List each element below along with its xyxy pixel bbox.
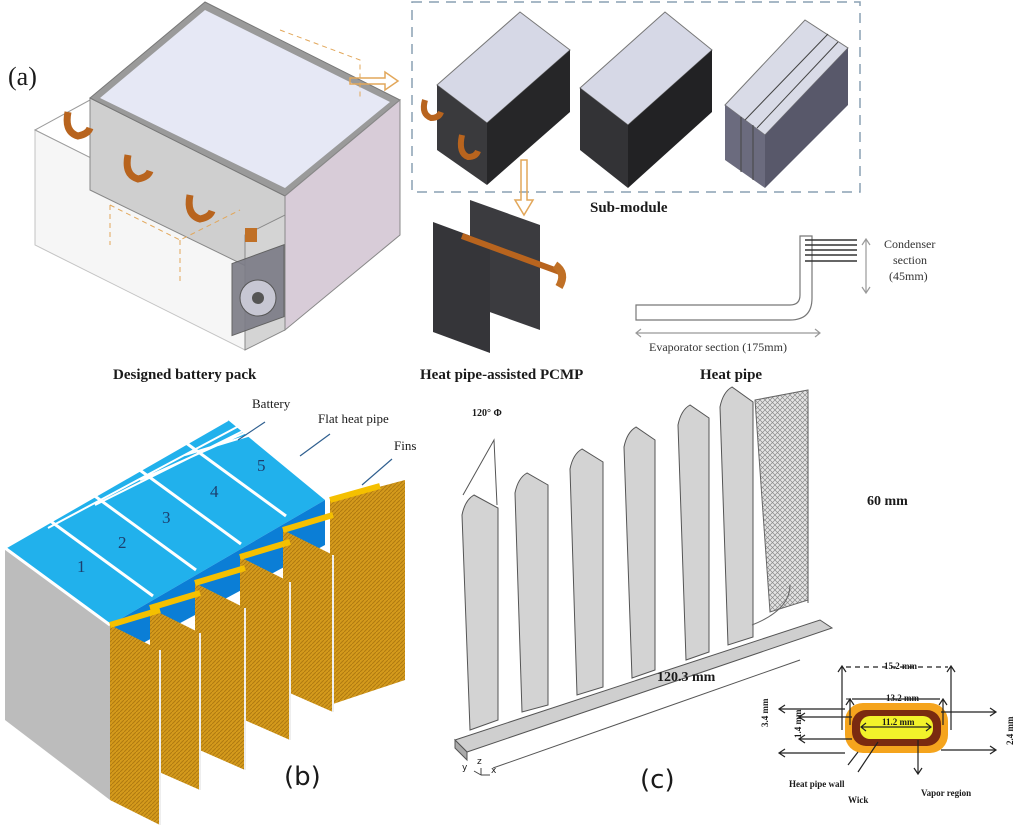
- label-flat-heat-pipe: Flat heat pipe: [318, 411, 389, 426]
- panel-b-letter: (b): [284, 762, 321, 792]
- evaporator-label: Evaporator section (175mm): [649, 340, 787, 354]
- sub-module-plain: [579, 11, 713, 188]
- cell-number-1: 1: [77, 557, 86, 576]
- arrow-down-icon: [513, 159, 535, 217]
- caption-sub-module: Sub-module: [590, 200, 668, 216]
- label-wick: Wick: [848, 795, 869, 805]
- condenser-label-line3: (45mm): [889, 269, 928, 283]
- heat-pipe-schematic: [635, 235, 871, 338]
- dim-outer-height: 3.4 mm: [760, 698, 770, 728]
- cross-section-diagram: [777, 664, 998, 776]
- axis-x-label: x: [491, 766, 497, 776]
- sub-module-frame: [411, 1, 861, 193]
- panel-c-letter: (c): [640, 765, 675, 795]
- dim-vapor-width: 11.2 mm: [882, 717, 915, 727]
- label-fins: Fins: [394, 438, 417, 453]
- axis-z-label: z: [477, 757, 482, 767]
- caption-heat-pipe-assisted-pcmp: Heat pipe-assisted PCMP: [420, 367, 584, 383]
- pcmp-drawing: [433, 200, 567, 353]
- caption-designed-battery-pack: Designed battery pack: [113, 367, 257, 383]
- cell-number-2: 2: [118, 533, 127, 552]
- heat-pipe-fin-array: [454, 386, 834, 776]
- angle-label: 120° Φ: [472, 408, 502, 419]
- caption-heat-pipe: Heat pipe: [700, 367, 763, 383]
- dim-vapor-height: 1.4 mm: [793, 709, 803, 739]
- height-label: 60 mm: [867, 494, 908, 509]
- cell-number-3: 3: [162, 508, 171, 527]
- length-label: 120.3 mm: [657, 670, 716, 685]
- fins-group: [109, 480, 405, 825]
- arrow-right-icon: [349, 70, 400, 92]
- condenser-label-line2: section: [893, 253, 927, 267]
- label-vapor-region: Vapor region: [921, 788, 972, 798]
- axis-y-label: y: [462, 763, 468, 773]
- sub-module-with-heat-pipes: [420, 11, 571, 185]
- label-battery: Battery: [252, 396, 291, 411]
- panel-a-letter: (a): [8, 62, 37, 91]
- fin-battery-module: [4, 389, 405, 825]
- cells-only: [724, 19, 849, 188]
- dim-wick-width: 13.2 mm: [886, 693, 919, 703]
- dim-wick-height: 2.4 mm: [1005, 716, 1015, 746]
- cell-number-5: 5: [257, 456, 266, 475]
- dim-outer-width: 15.2 mm: [884, 661, 917, 671]
- cell-number-4: 4: [210, 482, 219, 501]
- battery-pack-drawing: [33, 1, 401, 351]
- condenser-label-line1: Condenser: [884, 237, 936, 251]
- label-heat-pipe-wall: Heat pipe wall: [789, 779, 845, 789]
